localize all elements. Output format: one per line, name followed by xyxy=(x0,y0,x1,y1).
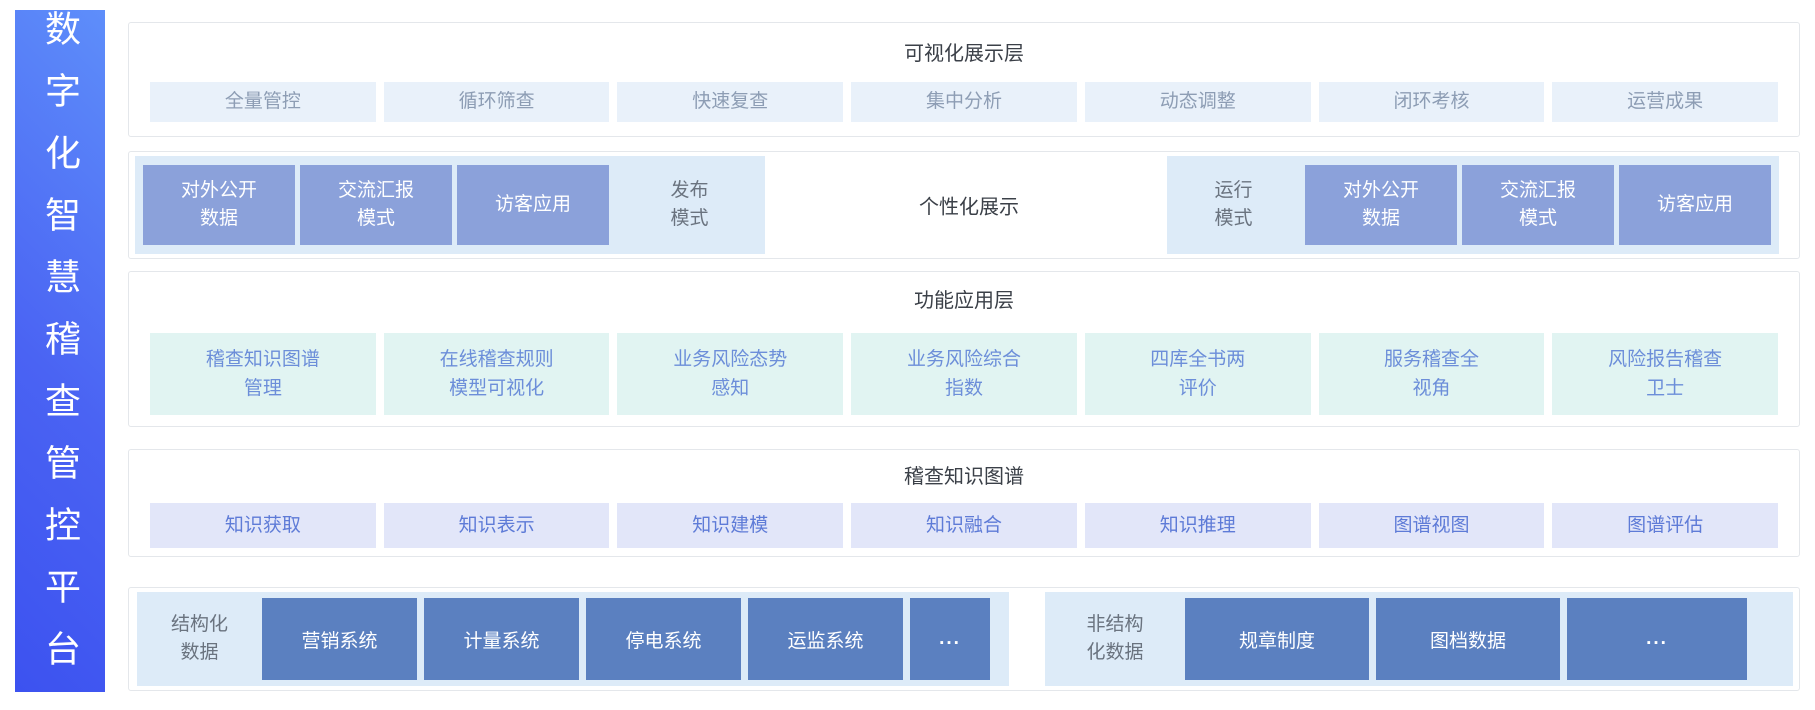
personalized-display-label: 个性化展示 xyxy=(919,196,1019,219)
app-item-risk-composite-index: 业务风险综合 指数 xyxy=(851,333,1077,415)
structured-item-operation-monitor-system: 运监系统 xyxy=(748,598,903,680)
unstructured-data-label: 非结构 化数据 xyxy=(1086,613,1144,664)
layer-function-application: 功能应用层 稽查知识图谱 管理 在线稽查规则 模型可视化 业务风险态势 感知 业… xyxy=(128,271,1800,427)
layer-display-modes: 对外公开 数据 交流汇报 模式 访客应用 发布 模式 个性化展示 运行 模式 对… xyxy=(128,151,1800,259)
platform-title: 数字化智慧稽查管控平台 xyxy=(40,10,81,692)
unstructured-item-archive-data: 图档数据 xyxy=(1376,598,1560,680)
viz-item-centralized-analysis: 集中分析 xyxy=(851,82,1077,122)
run-box-public-data: 对外公开 数据 xyxy=(1305,165,1457,245)
application-items: 稽查知识图谱 管理 在线稽查规则 模型可视化 业务风险态势 感知 业务风险综合 … xyxy=(150,333,1779,415)
app-item-kg-management: 稽查知识图谱 管理 xyxy=(150,333,376,415)
viz-item-closed-loop-assess: 闭环考核 xyxy=(1318,82,1545,122)
publish-box-exchange-report: 交流汇报 模式 xyxy=(300,165,452,245)
run-mode-label: 运行 模式 xyxy=(1214,179,1253,230)
layer-knowledge-graph: 稽查知识图谱 知识获取 知识表示 知识建模 知识融合 知识推理 图谱视图 图谱评… xyxy=(128,449,1800,557)
kg-item-modeling: 知识建模 xyxy=(617,503,844,548)
layer-data-sources: 结构化 数据 营销系统 计量系统 停电系统 运监系统 ... 非结构 化数据 规… xyxy=(128,587,1800,691)
structured-item-metering-system: 计量系统 xyxy=(424,598,579,680)
kg-item-graph-evaluation: 图谱评估 xyxy=(1552,503,1779,548)
app-item-risk-situation-awareness: 业务风险态势 感知 xyxy=(617,333,844,415)
publish-box-visitor-app: 访客应用 xyxy=(457,165,609,245)
structured-data-label: 结构化 数据 xyxy=(170,613,228,664)
layer-knowledge-graph-title: 稽查知识图谱 xyxy=(904,466,1024,488)
unstructured-data-panel: 非结构 化数据 规章制度 图档数据 ... xyxy=(1045,592,1793,686)
kg-item-acquisition: 知识获取 xyxy=(150,503,376,548)
platform-sidebar: 数字化智慧稽查管控平台 xyxy=(15,10,105,692)
viz-item-cycle-screening: 循环筛查 xyxy=(383,82,610,122)
app-item-rule-model-visualization: 在线稽查规则 模型可视化 xyxy=(383,333,610,415)
architecture-diagram: 可视化展示层 全量管控 循环筛查 快速复查 集中分析 动态调整 闭环考核 运营成… xyxy=(128,22,1800,691)
layer-visualization-title: 可视化展示层 xyxy=(904,43,1024,65)
publish-mode-label: 发布 模式 xyxy=(670,179,709,230)
viz-item-operation-results: 运营成果 xyxy=(1552,82,1779,122)
viz-item-dynamic-adjust: 动态调整 xyxy=(1084,82,1311,122)
run-mode-panel: 运行 模式 对外公开 数据 交流汇报 模式 访客应用 xyxy=(1167,156,1779,254)
layer-function-title: 功能应用层 xyxy=(914,290,1014,312)
run-box-exchange-report: 交流汇报 模式 xyxy=(1462,165,1614,245)
visualization-items: 全量管控 循环筛查 快速复查 集中分析 动态调整 闭环考核 运营成果 xyxy=(150,82,1779,122)
kg-item-graph-view: 图谱视图 xyxy=(1318,503,1545,548)
structured-item-marketing-system: 营销系统 xyxy=(262,598,417,680)
app-item-service-inspection-full-view: 服务稽查全 视角 xyxy=(1318,333,1545,415)
app-item-risk-report-guard: 风险报告稽查 卫士 xyxy=(1552,333,1779,415)
unstructured-item-more: ... xyxy=(1567,598,1747,680)
app-item-four-libraries-two-evaluations: 四库全书两 评价 xyxy=(1084,333,1311,415)
structured-data-panel: 结构化 数据 营销系统 计量系统 停电系统 运监系统 ... xyxy=(137,592,1009,686)
viz-item-quick-recheck: 快速复查 xyxy=(617,82,844,122)
kg-item-representation: 知识表示 xyxy=(383,503,610,548)
kg-item-reasoning: 知识推理 xyxy=(1084,503,1311,548)
publish-box-public-data: 对外公开 数据 xyxy=(143,165,295,245)
run-box-visitor-app: 访客应用 xyxy=(1619,165,1771,245)
publish-mode-panel: 对外公开 数据 交流汇报 模式 访客应用 发布 模式 xyxy=(135,156,765,254)
viz-item-full-control: 全量管控 xyxy=(150,82,376,122)
layer-visualization: 可视化展示层 全量管控 循环筛查 快速复查 集中分析 动态调整 闭环考核 运营成… xyxy=(128,22,1800,137)
knowledge-graph-items: 知识获取 知识表示 知识建模 知识融合 知识推理 图谱视图 图谱评估 xyxy=(150,503,1779,548)
kg-item-fusion: 知识融合 xyxy=(851,503,1077,548)
unstructured-item-rules-regulations: 规章制度 xyxy=(1185,598,1369,680)
structured-item-more: ... xyxy=(910,598,990,680)
structured-item-outage-system: 停电系统 xyxy=(586,598,741,680)
